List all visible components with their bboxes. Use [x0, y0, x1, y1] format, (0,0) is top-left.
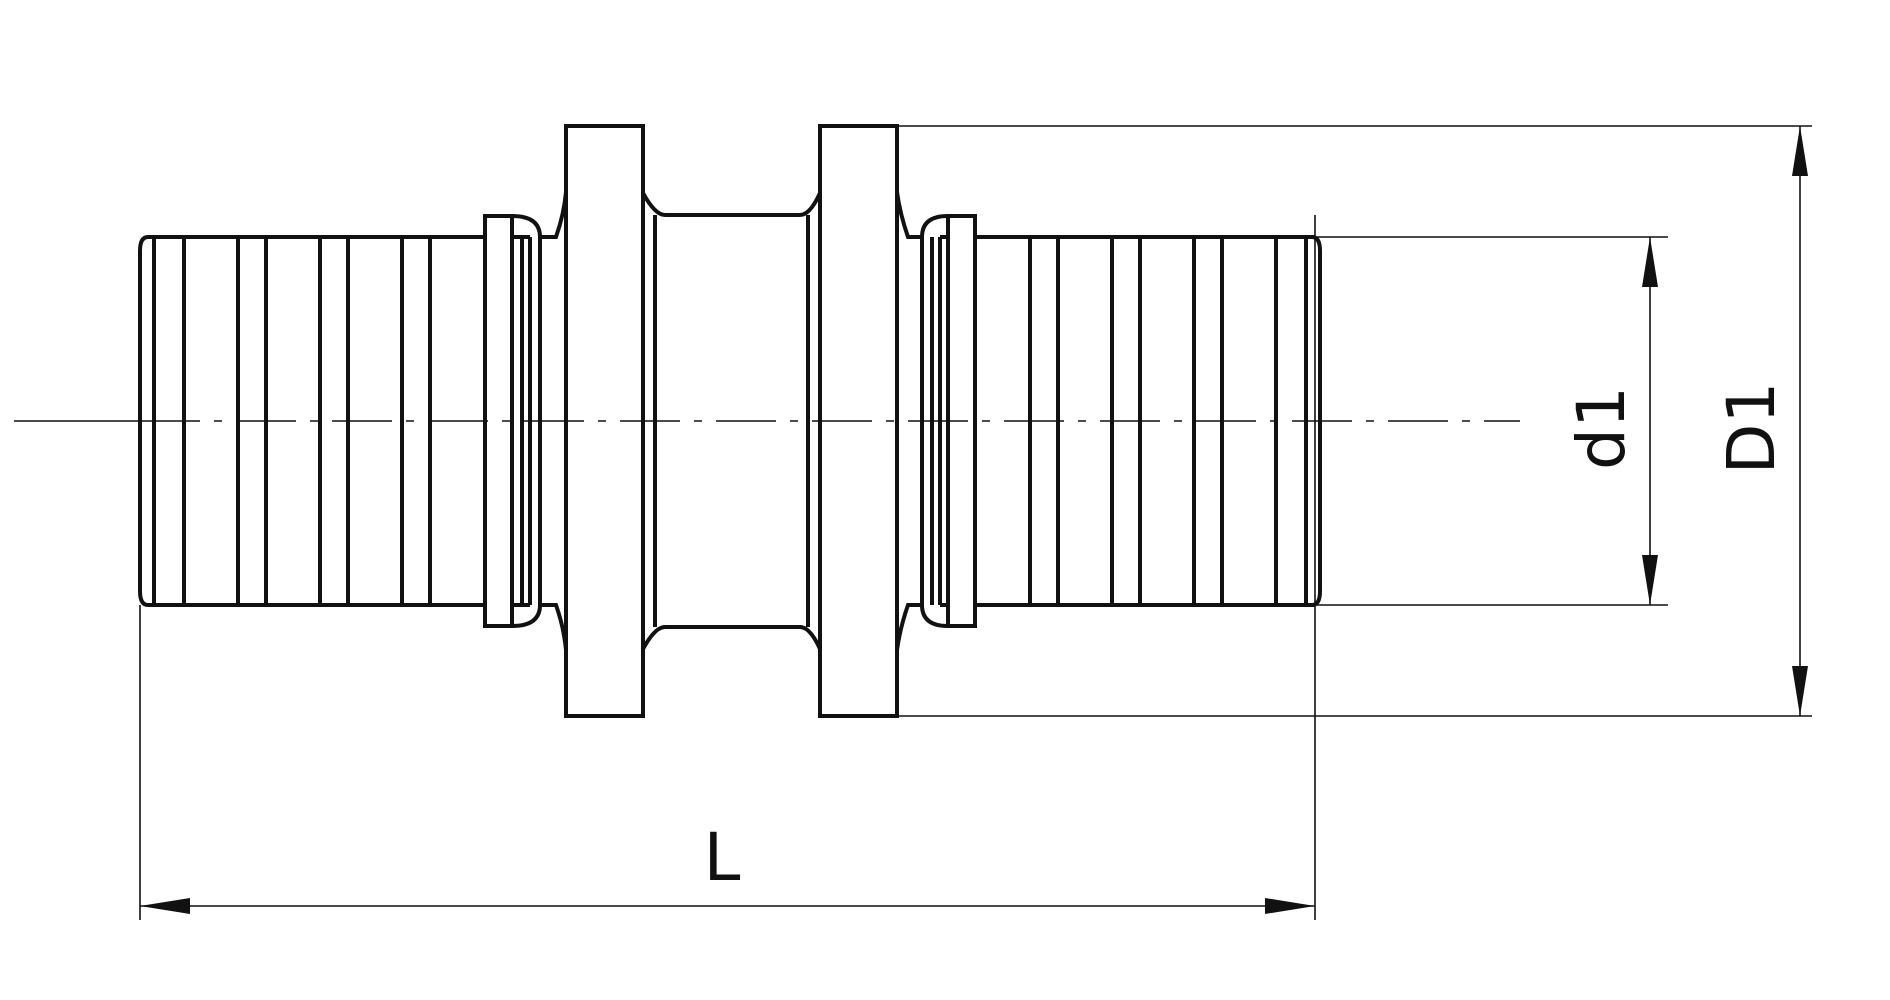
right-barb-2: [1110, 235, 1142, 607]
arrowhead-bottom: [1792, 666, 1808, 716]
arrowhead-top: [1642, 237, 1658, 287]
arrowhead-bottom: [1642, 555, 1658, 605]
dimension-length: L: [140, 819, 1315, 914]
right-barb-3: [1192, 235, 1224, 607]
left-spigot-end: [138, 235, 186, 607]
center-body: [641, 192, 822, 650]
left-flange: [564, 124, 645, 718]
arrowhead-right: [1265, 898, 1315, 914]
arrowhead-top: [1792, 126, 1808, 176]
dimension-outer-diameter: D1: [1713, 126, 1808, 716]
outer-diameter-label: D1: [1713, 382, 1790, 475]
left-collar: [483, 214, 514, 628]
right-fillet: [895, 191, 949, 651]
extension-lines: [139, 125, 1812, 920]
dimension-inner-diameter: d1: [1563, 237, 1658, 605]
left-barb-1: [236, 235, 268, 607]
right-barb-1: [1028, 235, 1060, 607]
right-collar: [946, 214, 977, 628]
left-barb-2: [318, 235, 350, 607]
right-flange: [818, 124, 899, 718]
arrowhead-left: [140, 898, 190, 914]
inner-diameter-label: d1: [1563, 386, 1640, 470]
left-barb-3: [400, 235, 432, 607]
length-label: L: [704, 819, 741, 896]
